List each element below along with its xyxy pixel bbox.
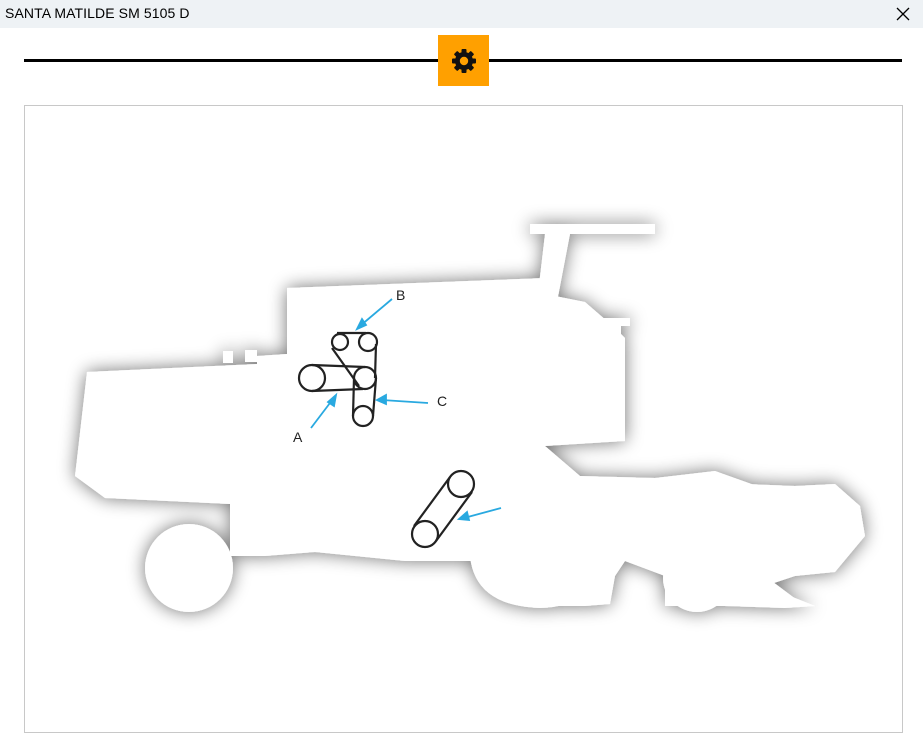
combine-harvester-silhouette [75, 224, 865, 612]
title-bar: SANTA MATILDE SM 5105 D [0, 0, 923, 28]
gear-icon [451, 48, 476, 73]
window-title: SANTA MATILDE SM 5105 D [5, 5, 190, 21]
label-b: B [396, 287, 405, 303]
label-c: C [437, 393, 447, 409]
belt-system-lower [410, 469, 476, 549]
close-icon [896, 7, 910, 21]
settings-button[interactable] [438, 35, 489, 86]
belt-diagram-panel: B A C [24, 105, 903, 733]
belt-diagram: B A C [75, 224, 865, 612]
label-a: A [293, 429, 303, 445]
close-button[interactable] [883, 0, 923, 28]
belt-system-upper [297, 331, 379, 428]
pointer-arrows [310, 298, 502, 522]
